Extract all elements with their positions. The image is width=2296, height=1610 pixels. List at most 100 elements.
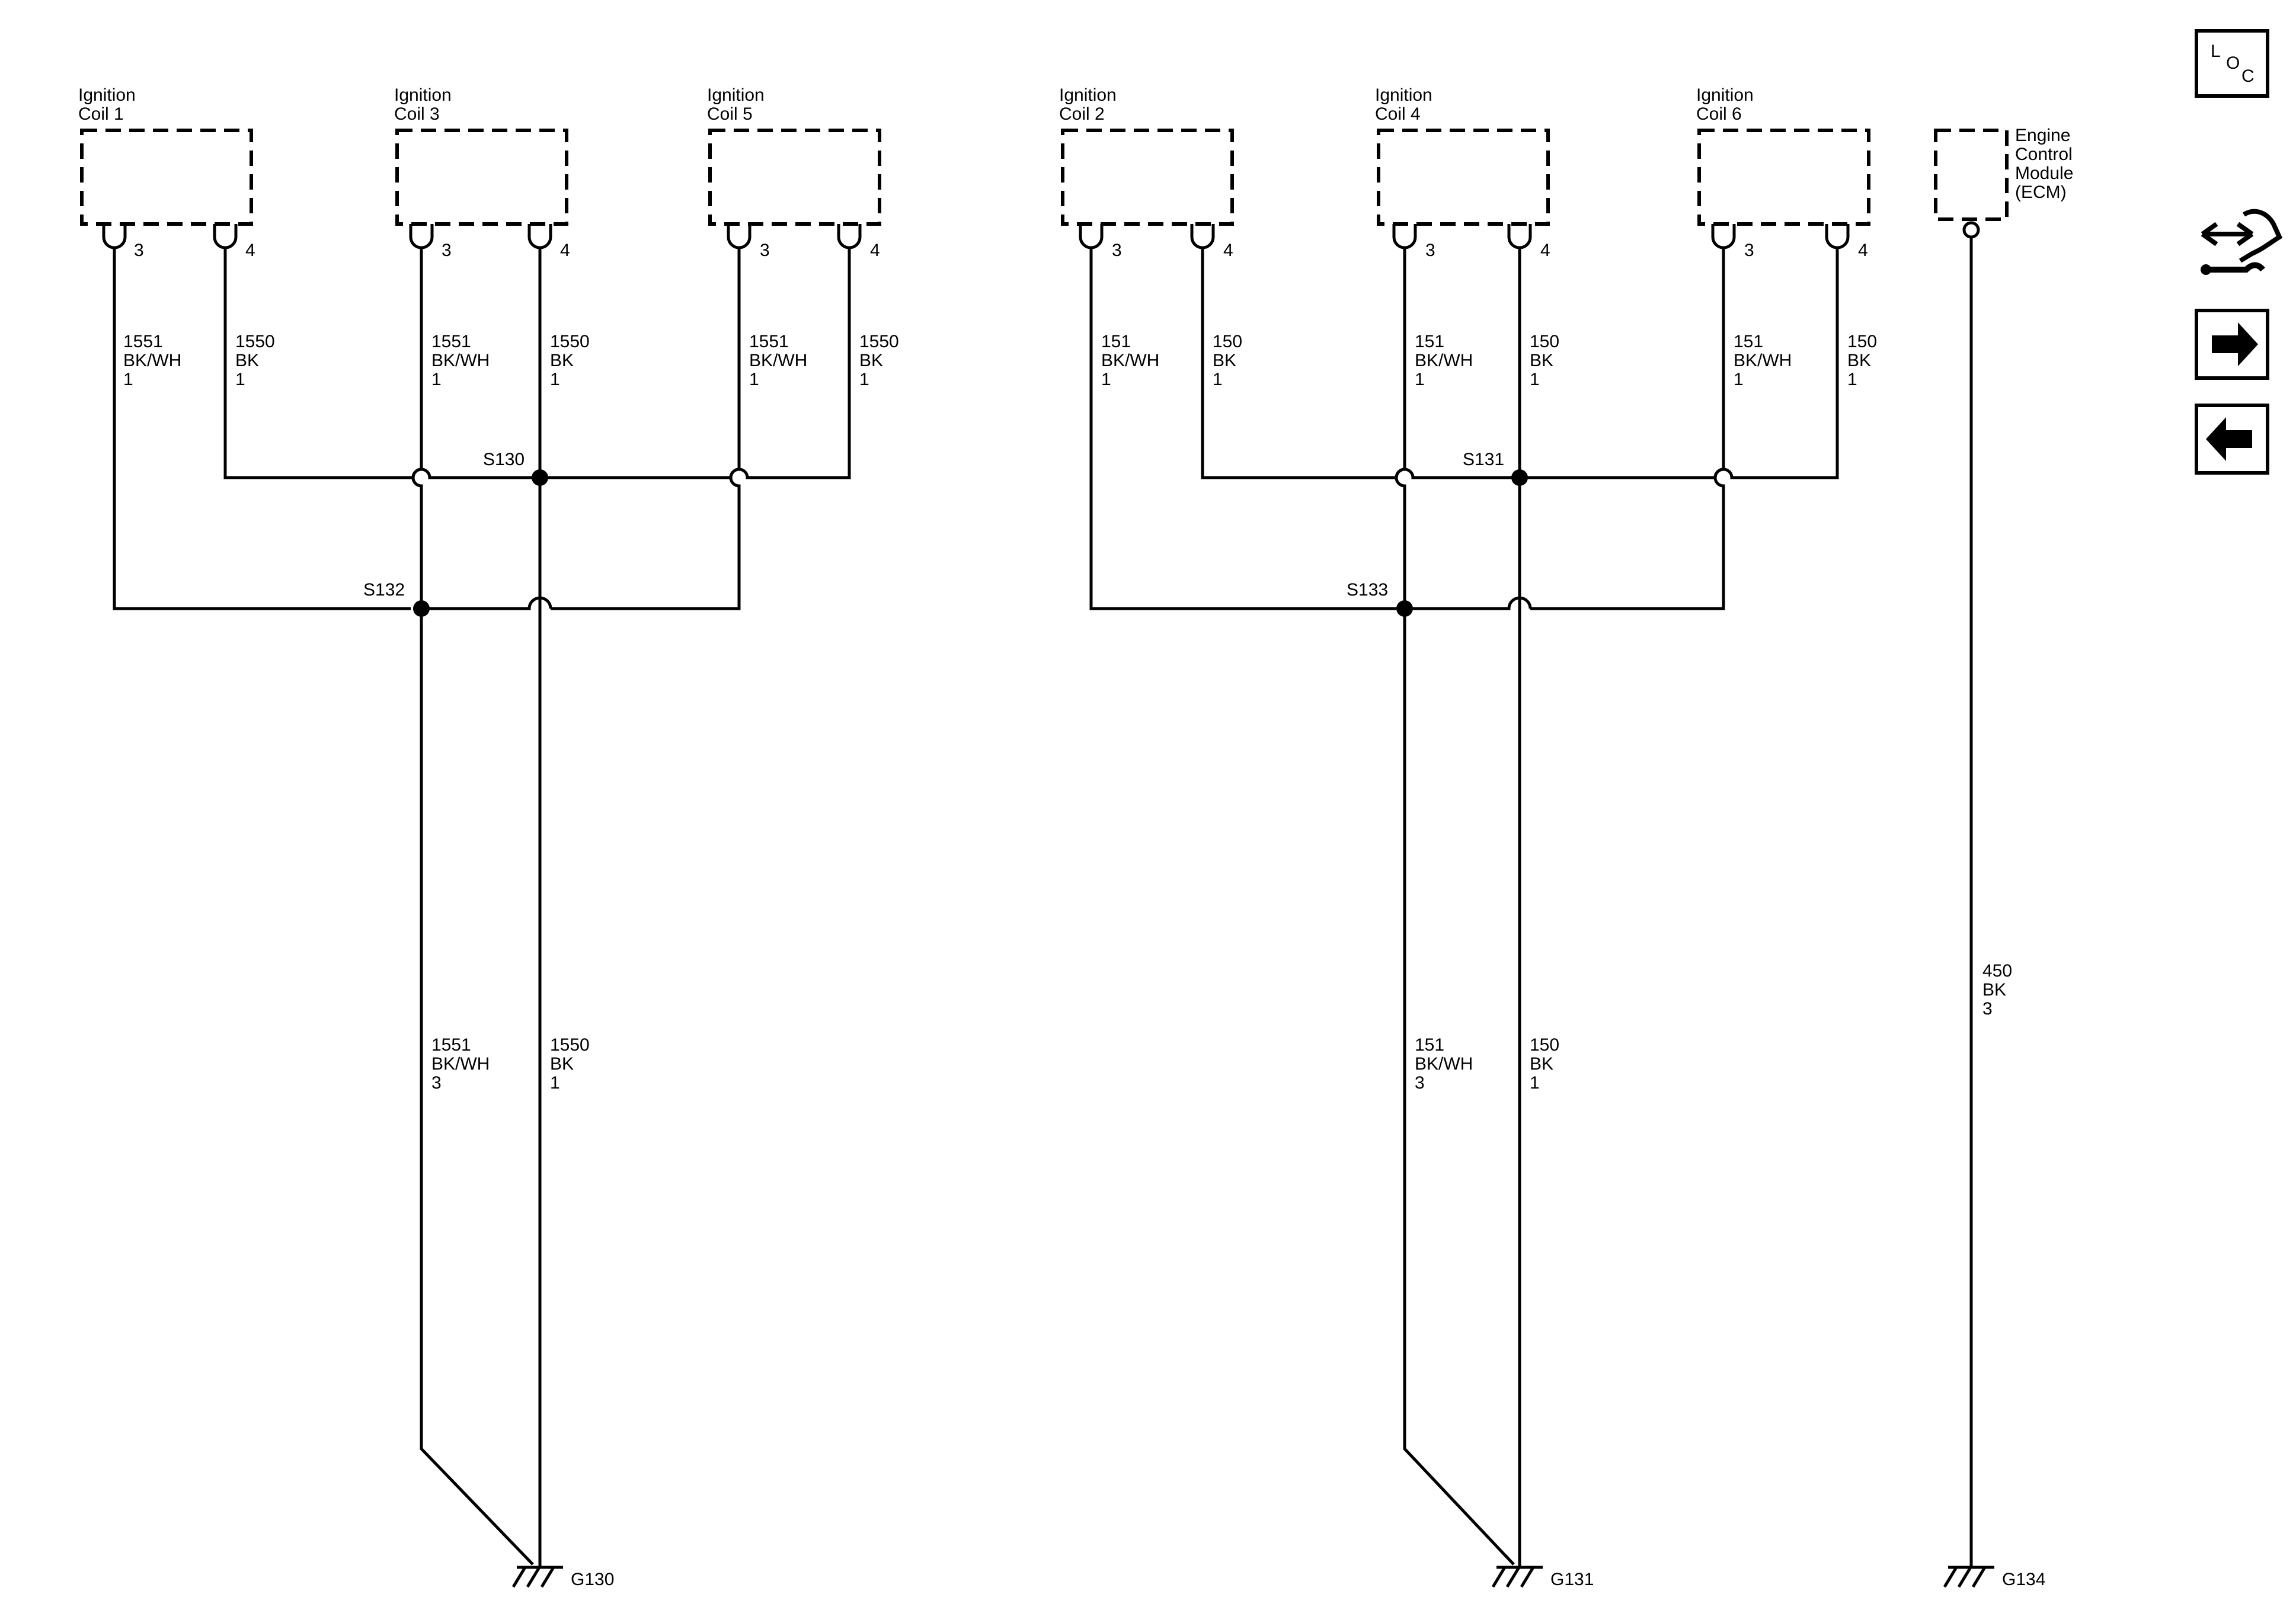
splice-s131-label: S131 [1463, 450, 1504, 469]
arrow-right-icon [2212, 322, 2258, 366]
svg-text:151: 151 [1415, 332, 1444, 351]
loc-letter-c: C [2241, 66, 2255, 86]
wire-c6-pin3 [1530, 248, 1725, 610]
coil-4-box [1377, 129, 1550, 226]
bus-s133 [1405, 596, 1532, 610]
svg-text:151: 151 [1734, 332, 1763, 351]
svg-text:1551: 1551 [431, 332, 471, 351]
splice-s132-label: S132 [363, 580, 405, 600]
svg-text:BK/WH: BK/WH [431, 351, 490, 370]
svg-text:151: 151 [1415, 1035, 1444, 1055]
svg-text:1: 1 [859, 370, 869, 389]
svg-text:BK: BK [1530, 351, 1553, 370]
coil-1-pin-3: 3 [134, 241, 144, 260]
coil-6-terminal-4 [1825, 224, 1850, 249]
wire-label-c4-pin3: 151 BK/WH 1 [1415, 332, 1473, 389]
wire-c3-pin3 [411, 248, 423, 609]
coil-2-pin-3: 3 [1112, 241, 1122, 260]
wire-c2-pin3 [1089, 248, 1405, 610]
svg-text:BK/WH: BK/WH [1101, 351, 1159, 370]
wire-label-g130-b: 1550 BK 1 [550, 1035, 590, 1093]
svg-text:150: 150 [1530, 332, 1559, 351]
coil-6-label-line2: Coil 6 [1696, 104, 1742, 124]
coil-1-terminal-3 [102, 224, 127, 249]
wire-c4-pin3 [1395, 248, 1406, 609]
coil-5-label-line2: Coil 5 [707, 104, 753, 124]
svg-text:1: 1 [1847, 370, 1857, 389]
coil-3-box [395, 129, 568, 226]
svg-text:BK: BK [550, 351, 574, 370]
splice-s131-dot [1511, 469, 1528, 486]
svg-text:1: 1 [235, 370, 245, 389]
ignition-coil-1: Ignition Coil 1 3 4 [78, 85, 255, 260]
svg-text:150: 150 [1213, 332, 1242, 351]
ignition-coil-5: Ignition Coil 5 3 4 [707, 85, 881, 260]
svg-text:1551: 1551 [123, 332, 163, 351]
coil-2-label-line2: Coil 2 [1059, 104, 1105, 124]
plug-outline-icon [2239, 209, 2283, 263]
coil-3-label-line2: Coil 3 [394, 104, 440, 124]
splice-s133-dot [1396, 600, 1413, 617]
coil-5-box [708, 129, 881, 226]
loc-button[interactable]: L O C [2195, 29, 2269, 98]
loc-letter-o: O [2226, 53, 2240, 73]
coil-1-pin-4: 4 [245, 241, 255, 260]
coil-6-box [1697, 129, 1870, 226]
ground-g131-label: G131 [1550, 1570, 1594, 1589]
next-page-button[interactable] [2195, 309, 2269, 380]
wire-label-c1-pin4: 1550 BK 1 [235, 332, 275, 389]
svg-text:BK: BK [1530, 1054, 1553, 1074]
wire-c1-pin3 [113, 248, 411, 610]
wire-label-c5-pin3: 1551 BK/WH 1 [749, 332, 807, 389]
previous-page-button[interactable] [2195, 404, 2269, 475]
svg-text:BK: BK [1213, 351, 1236, 370]
ground-g130-symbol [511, 1566, 563, 1588]
svg-text:BK/WH: BK/WH [1415, 351, 1473, 370]
ground-g130-label: G130 [571, 1570, 614, 1589]
svg-text:BK/WH: BK/WH [431, 1054, 490, 1074]
coil-6-pin-3: 3 [1744, 241, 1754, 260]
svg-text:BK/WH: BK/WH [749, 351, 807, 370]
wire-label-g131-b: 150 BK 1 [1530, 1035, 1559, 1093]
svg-text:1: 1 [550, 1073, 560, 1093]
svg-text:1550: 1550 [859, 332, 899, 351]
splice-s133-label: S133 [1347, 580, 1388, 600]
wire-s132-to-g130 [420, 609, 534, 1566]
svg-text:1: 1 [550, 370, 560, 389]
svg-text:1: 1 [1530, 1073, 1540, 1093]
ignition-coil-6: Ignition Coil 6 3 4 [1696, 85, 1870, 260]
coil-3-pin-4: 4 [560, 241, 570, 260]
ground-g134-symbol [1943, 1566, 1994, 1588]
coil-3-terminal-3 [409, 224, 434, 249]
splice-s130-label: S130 [483, 450, 525, 469]
svg-text:450: 450 [1982, 961, 2012, 981]
wire-label-g131-a: 151 BK/WH 3 [1415, 1035, 1473, 1093]
wire-c5-pin3 [551, 248, 741, 610]
bus-s130 [223, 248, 851, 479]
double-arrow-icon [2201, 222, 2252, 247]
svg-text:3: 3 [431, 1073, 442, 1093]
wire-label-c3-pin4: 1550 BK 1 [550, 332, 590, 389]
coil-4-terminal-3 [1392, 224, 1417, 249]
wire-label-c2-pin4: 150 BK 1 [1213, 332, 1242, 389]
svg-text:BK: BK [235, 351, 259, 370]
svg-text:1: 1 [1734, 370, 1744, 389]
coil-6-terminal-3 [1711, 224, 1736, 249]
svg-text:150: 150 [1847, 332, 1877, 351]
wire-label-c1-pin3: 1551 BK/WH 1 [123, 332, 181, 389]
svg-text:BK/WH: BK/WH [1734, 351, 1792, 370]
loc-letter-l: L [2211, 41, 2221, 61]
left-bank-wiring [113, 248, 851, 1567]
ecm-label-line2: Control [2015, 145, 2073, 164]
ground-g131-symbol [1491, 1566, 1543, 1588]
engine-control-module: Engine Control Module (ECM) [1934, 126, 2073, 239]
svg-text:3: 3 [1982, 999, 1993, 1019]
coil-2-label-line1: Ignition [1059, 85, 1117, 105]
component-connector-icon[interactable] [2201, 209, 2283, 275]
coil-2-terminal-3 [1079, 224, 1104, 249]
coil-3-terminal-4 [527, 224, 552, 249]
coil-1-box [80, 129, 253, 226]
svg-text:BK: BK [1982, 980, 2006, 1000]
coil-4-pin-3: 3 [1425, 241, 1435, 260]
